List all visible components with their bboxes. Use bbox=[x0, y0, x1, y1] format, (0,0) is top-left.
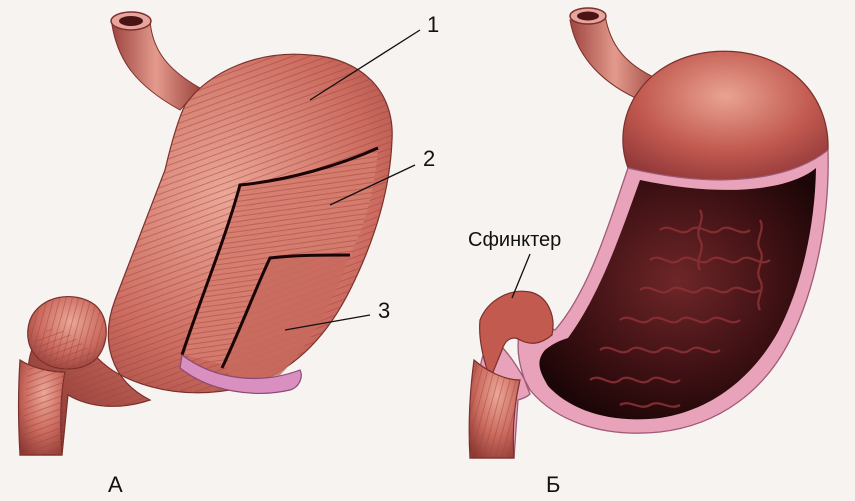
panel-b: Сфинктер Б bbox=[468, 8, 828, 497]
label-sphincter: Сфинктер bbox=[468, 229, 561, 251]
label-3: 3 bbox=[378, 298, 390, 323]
caption-b: Б bbox=[546, 472, 560, 497]
label-1: 1 bbox=[427, 12, 439, 37]
panel-a: 1 2 3 А bbox=[19, 12, 440, 497]
fundus-b bbox=[623, 51, 828, 180]
caption-a: А bbox=[108, 472, 123, 497]
esophagus-a bbox=[112, 20, 200, 110]
label-2: 2 bbox=[423, 146, 435, 171]
